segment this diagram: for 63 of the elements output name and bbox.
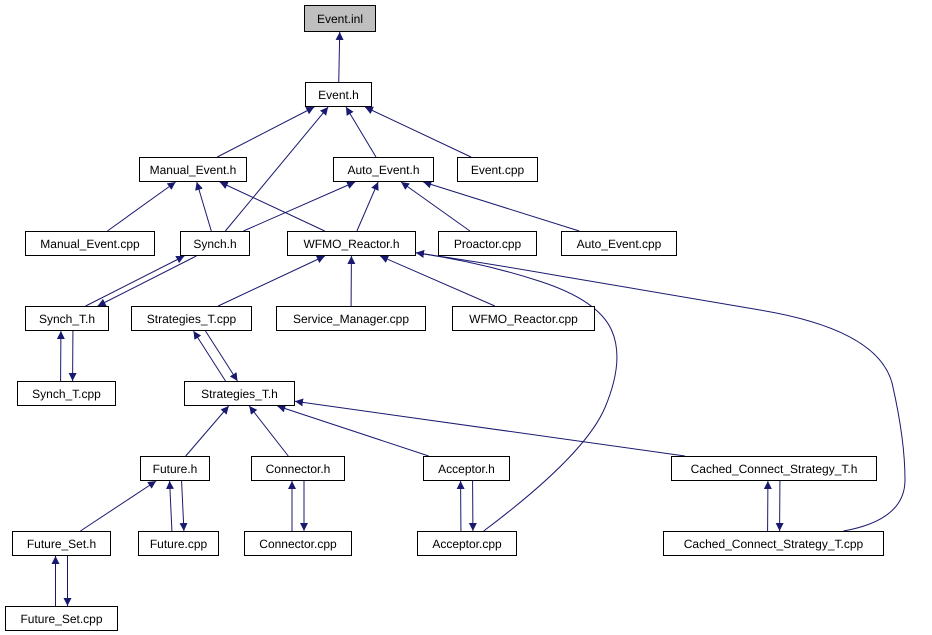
include-arrow: [218, 256, 326, 306]
include-arrow: [68, 330, 77, 382]
include-arrow: [80, 480, 157, 532]
include-arrow: [468, 480, 477, 532]
include-arrow: [380, 256, 496, 306]
include-arrow: [242, 182, 356, 232]
file-box: Cached_Connect_Strategy_T.h: [671, 456, 877, 481]
file-box: Event.h: [305, 82, 372, 107]
file-box: Strategies_T.h: [184, 381, 295, 406]
file-box: Service_Manager.cpp: [276, 306, 426, 331]
include-arrow: [288, 480, 296, 532]
include-arrow: [416, 250, 906, 532]
file-box: WFMO_Reactor.h: [287, 231, 416, 256]
file-box: Future.h: [140, 456, 210, 481]
include-arrow: [180, 480, 188, 532]
file-box: Manual_Event.h: [139, 157, 247, 182]
file-box: Future_Set.cpp: [5, 606, 118, 631]
include-arrow: [56, 330, 65, 382]
file-box: Synch.h: [180, 231, 250, 256]
file-box: Acceptor.cpp: [417, 531, 517, 556]
file-box: Proactor.cpp: [438, 231, 537, 256]
include-arrow: [205, 330, 238, 382]
include-arrow: [400, 182, 470, 232]
file-box: Event.cpp: [457, 157, 538, 182]
include-arrow: [248, 406, 289, 456]
include-arrow: [764, 480, 772, 532]
include-arrow: [346, 106, 376, 158]
include-arrow: [276, 404, 430, 456]
file-box: Synch_T.cpp: [17, 381, 116, 406]
file-box: Synch_T.h: [25, 306, 109, 331]
include-arrow: [456, 480, 465, 532]
file-box: Manual_Event.cpp: [25, 231, 155, 256]
include-arrow: [195, 182, 212, 232]
file-box: Auto_Event.cpp: [561, 231, 677, 256]
file-box: Acceptor.h: [423, 456, 510, 481]
include-arrow: [216, 106, 315, 158]
include-arrow: [185, 406, 230, 456]
include-arrow: [97, 256, 197, 306]
include-arrow: [106, 182, 176, 232]
include-arrow: [356, 182, 379, 232]
file-box: Auto_Event.h: [333, 157, 434, 182]
include-arrow: [166, 480, 174, 532]
include-arrow: [224, 106, 329, 232]
include-arrow: [85, 256, 185, 306]
file-box: Future_Set.h: [12, 531, 111, 556]
file-box: Future.cpp: [138, 531, 219, 556]
include-arrow: [219, 182, 326, 232]
include-arrow: [336, 32, 344, 82]
include-arrow: [364, 106, 472, 158]
include-arrow: [347, 256, 356, 306]
include-arrow: [776, 480, 784, 532]
include-arrow: [193, 330, 226, 382]
file-box: Connector.cpp: [244, 531, 352, 556]
file-box: Cached_Connect_Strategy_T.cpp: [663, 531, 884, 556]
include-arrow: [422, 180, 580, 232]
include-arrow: [294, 398, 686, 456]
file-box: Connector.h: [251, 456, 345, 481]
include-arrow: [300, 480, 308, 532]
include-arrow: [64, 556, 72, 606]
file-box: Event.inl: [304, 5, 376, 32]
file-box: Strategies_T.cpp: [131, 306, 252, 331]
include-arrow: [52, 556, 60, 606]
file-box: WFMO_Reactor.cpp: [452, 306, 595, 331]
